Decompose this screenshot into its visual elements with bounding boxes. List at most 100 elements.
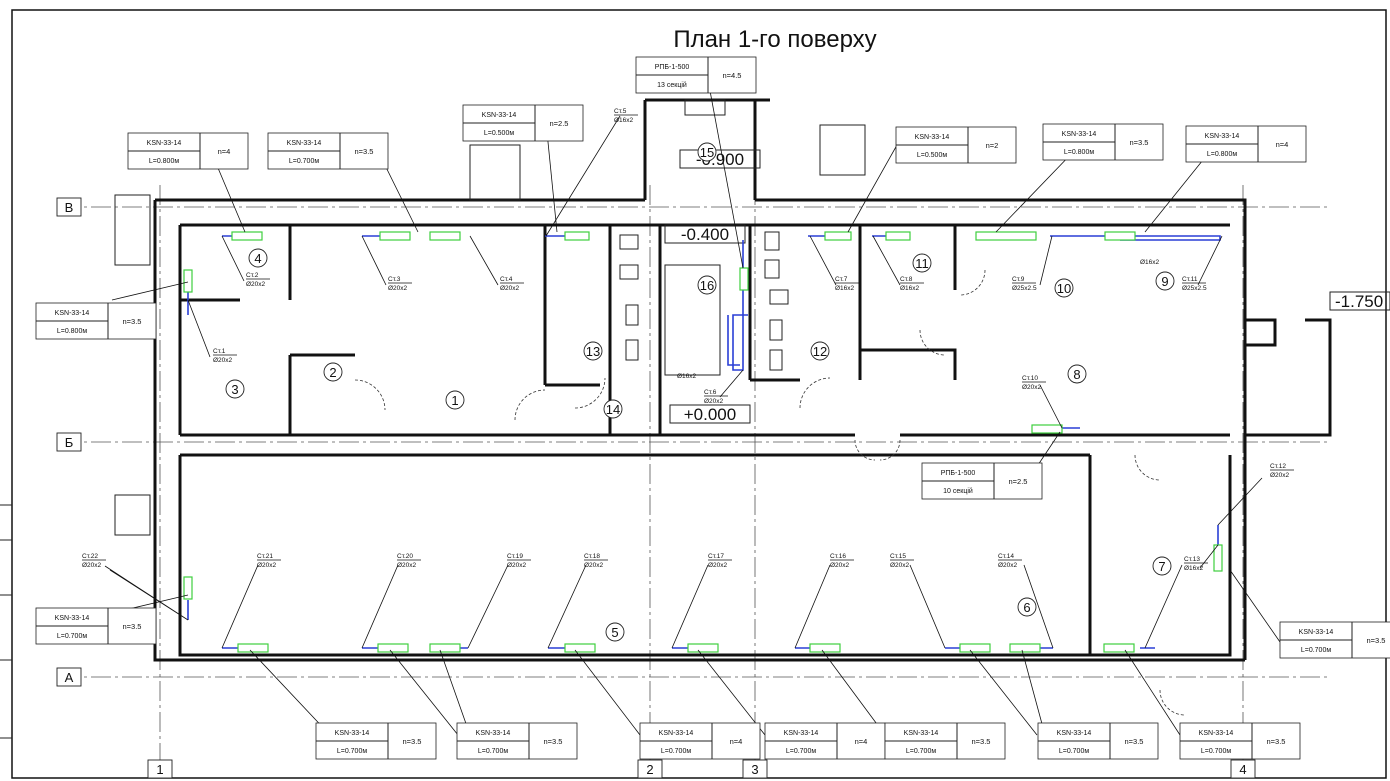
tag-model: KSN-33-14	[1205, 133, 1240, 140]
riser-diameter: Ø16x2	[1184, 565, 1204, 572]
riser-id: Ст.8	[900, 276, 913, 283]
tag-length: L=0.700м	[1059, 748, 1089, 755]
riser-id: Ст.6	[704, 389, 717, 396]
room-number-label: 16	[700, 278, 714, 293]
riser-diameter: Ø16x2	[614, 117, 634, 124]
tag-model: KSN-33-14	[1062, 131, 1097, 138]
riser-diameter: Ø16x2	[835, 285, 855, 292]
tag-length: L=0.700м	[661, 748, 691, 755]
sanitary-fixtures	[619, 231, 789, 371]
riser-diameter: Ø16x2	[900, 285, 920, 292]
room-number: 6	[1017, 597, 1037, 617]
riser-diameter: Ø20x2	[704, 398, 724, 405]
axis-label-b: Б	[65, 435, 74, 450]
riser-id: Ст.19	[507, 553, 523, 560]
tag-count: n=3.5	[123, 622, 142, 631]
tag-model: KSN-33-14	[784, 730, 819, 737]
tag-count: n=3.5	[123, 317, 142, 326]
room-number-label: 6	[1023, 600, 1030, 615]
room-number: 12	[810, 341, 830, 361]
tag-model: KSN-33-14	[1057, 730, 1092, 737]
room-number: 3	[225, 379, 245, 399]
riser-diameter: Ø25x2.5	[1182, 285, 1207, 292]
tag-length: L=0.700м	[478, 748, 508, 755]
room-number: 10	[1054, 278, 1074, 298]
tag-model: РПБ-1-500	[941, 470, 976, 477]
tag-model: KSN-33-14	[147, 140, 182, 147]
room-number-label: 13	[586, 344, 600, 359]
room-number: 9	[1155, 271, 1175, 291]
room-number-label: 15	[700, 145, 714, 160]
tag-model: KSN-33-14	[287, 140, 322, 147]
riser-id: Ст.13	[1184, 556, 1200, 563]
riser-diameter: Ø20x2	[708, 562, 728, 569]
plan-title: План 1-го поверху	[673, 26, 876, 53]
room-number: 7	[1152, 556, 1172, 576]
tag-model: KSN-33-14	[915, 134, 950, 141]
riser-id: Ст.2	[246, 272, 259, 279]
tag-count: n=4.5	[723, 71, 742, 80]
riser-id: Ст.10	[1022, 375, 1038, 382]
riser-diameter: Ø20x2	[1022, 384, 1042, 391]
room-number-label: 2	[329, 365, 336, 380]
tag-count: n=4	[218, 147, 231, 156]
tag-length: L=0.500м	[484, 130, 514, 137]
leader-lines	[104, 79, 1281, 736]
riser-diameter: Ø20x2	[998, 562, 1018, 569]
tag-count: n=3.5	[1130, 138, 1149, 147]
room-number: 13	[583, 341, 603, 361]
riser-diameter: Ø25x2.5	[1012, 285, 1037, 292]
tag-count: n=3.5	[1367, 636, 1386, 645]
level-mark-4: -1.750	[1335, 292, 1383, 311]
tag-count: n=3.5	[544, 737, 563, 746]
riser-diameter: Ø20x2	[388, 285, 408, 292]
tag-length: L=0.700м	[289, 158, 319, 165]
radiators	[183, 231, 1223, 653]
tag-model: KSN-33-14	[55, 310, 90, 317]
room-number: 1	[445, 390, 465, 410]
axis-label-1: 1	[156, 762, 163, 777]
tag-count: n=3.5	[355, 147, 374, 156]
tag-count: n=4	[1276, 140, 1289, 149]
doors	[354, 269, 1186, 716]
riser-diameter: Ø20x2	[82, 562, 102, 569]
riser-id: Ст.17	[708, 553, 724, 560]
riser-id: Ст.16	[830, 553, 846, 560]
room-number-label: 8	[1073, 367, 1080, 382]
tag-count: n=2.5	[550, 119, 569, 128]
room-number-label: 7	[1158, 559, 1165, 574]
riser-id: Ст.5	[614, 108, 627, 115]
room-number-label: 4	[254, 251, 261, 266]
level-mark-2: -0.400	[681, 225, 729, 244]
room-number-label: 9	[1161, 274, 1168, 289]
tag-count: n=4	[855, 737, 868, 746]
riser-diameter: Ø20x2	[500, 285, 520, 292]
tag-count: n=3.5	[403, 737, 422, 746]
tag-model: KSN-33-14	[482, 112, 517, 119]
